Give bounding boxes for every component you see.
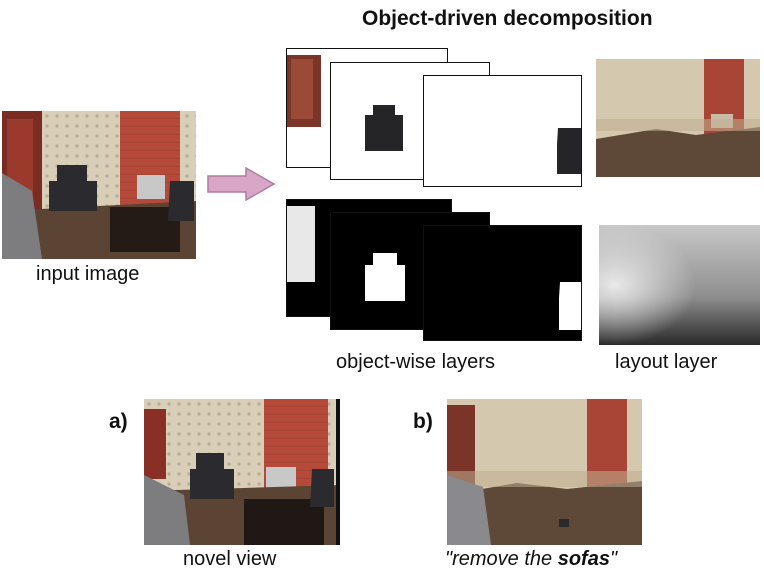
object-layer-3 [423,75,582,187]
novel-view-image [144,399,340,545]
panel-b-label: b) [413,410,433,433]
object-removal-caption: "remove the sofas" [445,548,617,571]
caption-suffix: " [609,548,618,570]
diagram-title: Object-driven decomposition [362,7,653,30]
mask-layer-3 [423,225,582,341]
layout-depth-image [599,225,760,345]
layout-layer-image [596,59,760,177]
caption-bold: sofas [557,548,610,570]
caption-prefix: "remove the [445,548,558,570]
panel-a-label: a) [109,410,128,433]
novel-view-label: novel view [183,548,277,570]
right-arrow-icon [206,166,276,202]
object-removal-image [447,399,642,545]
input-image-label: input image [36,263,140,285]
input-image [2,111,196,259]
object-layers-label: object-wise layers [336,351,495,373]
layout-layer-label: layout layer [615,351,718,373]
